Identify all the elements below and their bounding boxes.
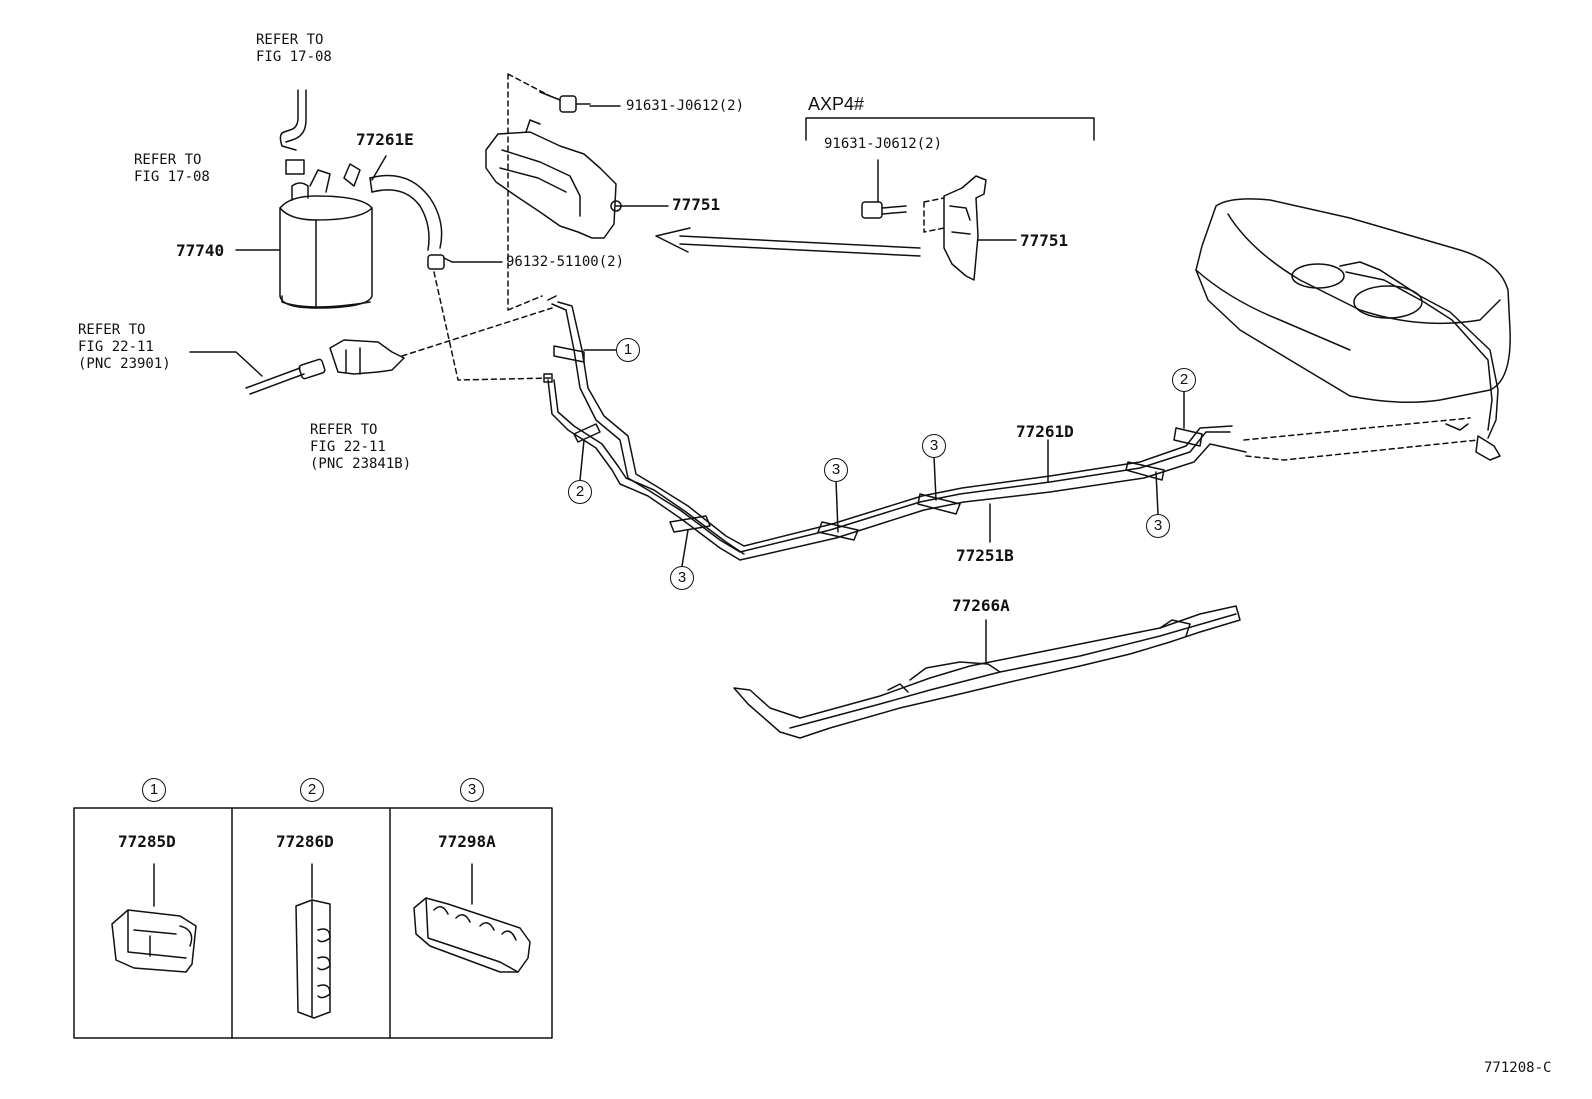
fuel-tank [1195,198,1511,461]
part-77298a: 77298A [438,832,496,851]
hose-77261e [369,155,443,251]
callout-3-pipe-b: 3 [824,458,848,482]
refer-fig-17-08-top: REFER TO FIG 17-08 [256,32,332,65]
callout-2-pipe-right: 2 [1172,368,1196,392]
charcoal-canister [279,159,373,309]
part-77751-mid: 77751 [672,195,721,214]
bracket-77751-top [485,73,622,311]
callout-1-legend: 1 [142,778,166,802]
callout-2-legend: 2 [300,778,324,802]
part-91631-j0612-top: 91631-J0612(2) [626,98,745,114]
reference-arrow [655,227,921,257]
part-77266a: 77266A [952,596,1010,615]
figure-id: 771208-C [1484,1060,1552,1076]
callout-3-legend: 3 [460,778,484,802]
refer-fig-22-11-left: REFER TO FIG 22-11 (PNC 23901) [78,322,171,372]
callout-2-pipe-left: 2 [568,480,592,504]
part-77285d: 77285D [118,832,176,851]
part-77261e: 77261E [356,130,414,149]
part-77251b: 77251B [956,546,1014,565]
clamp-legend-table [73,807,553,1039]
fuel-pipes [543,295,1247,561]
hose-clamp [427,254,453,270]
part-91631-j0612-axp: 91631-J0612(2) [824,136,943,152]
dashed-to-tank [1243,417,1479,461]
axp4-bracket-line [805,117,1095,141]
dashed-connection-2 [401,307,553,357]
part-77740: 77740 [176,241,225,260]
vent-hose [279,89,307,151]
bracket-77751-right [923,175,987,281]
part-77286d: 77286D [276,832,334,851]
purge-line-fitting [189,339,405,395]
clamp-77298a [413,863,531,973]
part-77751-right: 77751 [1020,231,1069,250]
clamp-77285d [111,863,197,973]
callout-1-pipe: 1 [616,338,640,362]
protector-77266a [733,605,1241,739]
bolt-axp4 [861,201,907,219]
callout-3-pipe-d: 3 [1146,514,1170,538]
refer-fig-17-08-left: REFER TO FIG 17-08 [134,152,210,185]
callout-3-pipe-a: 3 [670,566,694,590]
model-axp4: AXP4# [808,94,865,114]
refer-fig-22-11-bottom: REFER TO FIG 22-11 (PNC 23841B) [310,422,412,472]
part-77261d: 77261D [1016,422,1074,441]
part-96132-51100: 96132-51100(2) [506,254,625,270]
clamp-77286d [295,863,331,1019]
callout-leaders [579,349,1185,567]
pipe-clamps [553,345,1203,541]
dashed-connection [433,271,553,381]
bolt-top [539,91,591,113]
callout-3-pipe-c: 3 [922,434,946,458]
